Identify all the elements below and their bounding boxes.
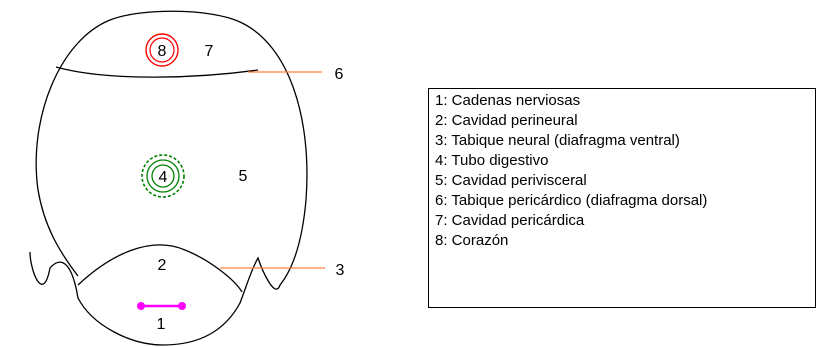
label-3: 3 — [336, 262, 345, 279]
legend-item-2: 2: Cavidad perineural — [435, 111, 815, 131]
legend-box: 1: Cadenas nerviosas 2: Cavidad perineur… — [428, 88, 816, 308]
legend-item-5: 5: Cavidad perivisceral — [435, 171, 815, 191]
nerve-cord-right — [178, 302, 186, 310]
label-4: 4 — [159, 169, 168, 186]
label-6: 6 — [335, 66, 344, 83]
legend-item-7: 7: Cavidad pericárdica — [435, 211, 815, 231]
body-outline — [30, 11, 307, 345]
label-8: 8 — [158, 43, 167, 60]
legend-item-1: 1: Cadenas nerviosas — [435, 91, 815, 111]
legend-item-3: 3: Tabique neural (diafragma ventral) — [435, 131, 815, 151]
label-7: 7 — [205, 43, 214, 60]
legend-item-6: 6: Tabique pericárdico (diafragma dorsal… — [435, 191, 815, 211]
legend-item-4: 4: Tubo digestivo — [435, 151, 815, 171]
label-2: 2 — [158, 257, 167, 274]
pericardial-septum — [56, 67, 258, 77]
label-5: 5 — [239, 168, 248, 185]
label-1: 1 — [157, 316, 166, 333]
legend-item-8: 8: Corazón — [435, 231, 815, 251]
nerve-cord-left — [137, 302, 145, 310]
